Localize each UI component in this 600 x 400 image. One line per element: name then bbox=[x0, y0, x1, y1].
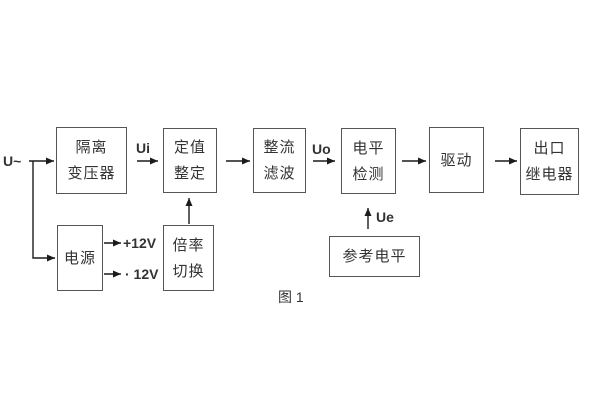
block-ratio-switch-line1: 倍率 bbox=[172, 236, 205, 254]
block-setting-adjust-line1: 定值 bbox=[173, 139, 206, 156]
block-driver: 驱动 bbox=[429, 127, 484, 193]
block-level-detection: 电平 检测 bbox=[341, 128, 396, 194]
block-output-relay-line1: 出口 bbox=[533, 140, 566, 157]
block-power-supply-line1: 电源 bbox=[63, 249, 96, 267]
input-voltage-label: U~ bbox=[3, 153, 22, 169]
figure-caption: 图 1 bbox=[278, 289, 304, 305]
block-output-relay: 出口 继电器 bbox=[520, 128, 579, 195]
block-output-relay-line2: 继电器 bbox=[525, 166, 574, 183]
block-setting-adjust: 定值 整定 bbox=[163, 128, 217, 193]
block-isolation-transformer-line2: 变压器 bbox=[67, 165, 116, 182]
block-level-detection-line1: 电平 bbox=[352, 139, 385, 157]
block-setting-adjust-line2: 整定 bbox=[173, 165, 206, 182]
block-isolation-transformer-line1: 隔离 bbox=[75, 139, 108, 156]
block-rectifier-filter-line1: 整流 bbox=[263, 139, 296, 156]
block-power-supply: 电源 bbox=[57, 225, 103, 291]
block-level-detection-line2: 检测 bbox=[352, 165, 385, 183]
ue-signal-label: Ue bbox=[376, 209, 394, 225]
block-rectifier-filter: 整流 滤波 bbox=[253, 128, 306, 193]
block-ratio-switch-line2: 切换 bbox=[172, 262, 205, 280]
block-rectifier-filter-line2: 滤波 bbox=[263, 165, 296, 182]
ui-signal-label: Ui bbox=[136, 140, 150, 156]
block-driver-line1: 驱动 bbox=[440, 151, 473, 169]
block-ratio-switch: 倍率 切换 bbox=[163, 225, 214, 291]
block-reference-level: 参考电平 bbox=[329, 236, 420, 277]
wire-branch-to-power-supply bbox=[32, 161, 55, 262]
power-neg12v-label: · 12V bbox=[125, 266, 159, 282]
power-pos12v-label: +12V bbox=[123, 235, 157, 251]
uo-signal-label: Uo bbox=[312, 141, 331, 157]
block-isolation-transformer: 隔离 变压器 bbox=[56, 127, 127, 194]
block-reference-level-line1: 参考电平 bbox=[342, 248, 407, 265]
